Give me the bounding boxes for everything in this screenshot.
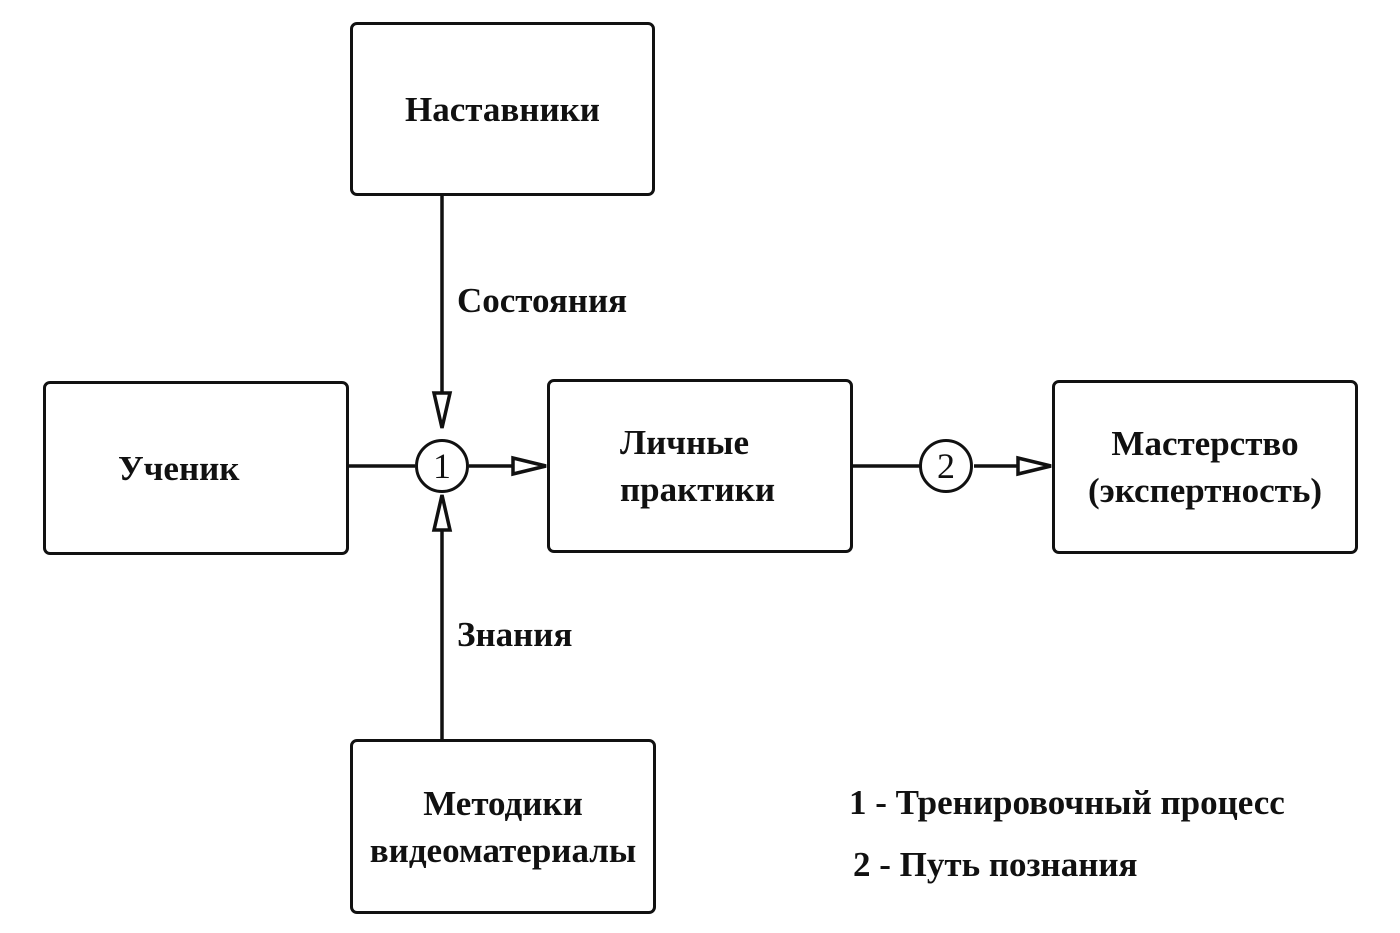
arrowhead-up-icon bbox=[431, 494, 453, 532]
box-mentors: Наставники bbox=[350, 22, 655, 196]
box-student-label: Ученик bbox=[118, 448, 240, 488]
box-mastery-line1: Мастерство bbox=[1111, 424, 1299, 463]
process-node-2: 2 bbox=[919, 439, 973, 493]
box-practices-line2: практики bbox=[620, 470, 775, 509]
process-node-1: 1 bbox=[415, 439, 469, 493]
box-methods: Методики видеоматериалы bbox=[350, 739, 656, 914]
arrowhead-down-icon bbox=[431, 391, 453, 429]
box-mastery: Мастерство (экспертность) bbox=[1052, 380, 1358, 554]
box-mentors-label: Наставники bbox=[405, 89, 600, 129]
legend-item-2: 2 - Путь познания bbox=[853, 845, 1138, 884]
box-student: Ученик bbox=[43, 381, 349, 555]
box-practices-line1: Личные bbox=[620, 423, 750, 462]
box-methods-line1: Методики bbox=[423, 783, 583, 823]
edge-label-knowledge: Знания bbox=[457, 615, 573, 654]
box-mastery-line2: (экспертность) bbox=[1087, 471, 1323, 510]
arrowhead-right-icon bbox=[1016, 455, 1052, 477]
process-node-2-label: 2 bbox=[937, 446, 955, 486]
process-node-1-label: 1 bbox=[433, 446, 451, 486]
legend-item-1: 1 - Тренировочный процесс bbox=[849, 783, 1285, 822]
edge-label-states: Состояния bbox=[457, 281, 628, 320]
box-practices: Личные практики bbox=[547, 379, 853, 553]
arrowhead-right-icon bbox=[511, 455, 547, 477]
box-methods-line2: видеоматериалы bbox=[369, 830, 637, 870]
